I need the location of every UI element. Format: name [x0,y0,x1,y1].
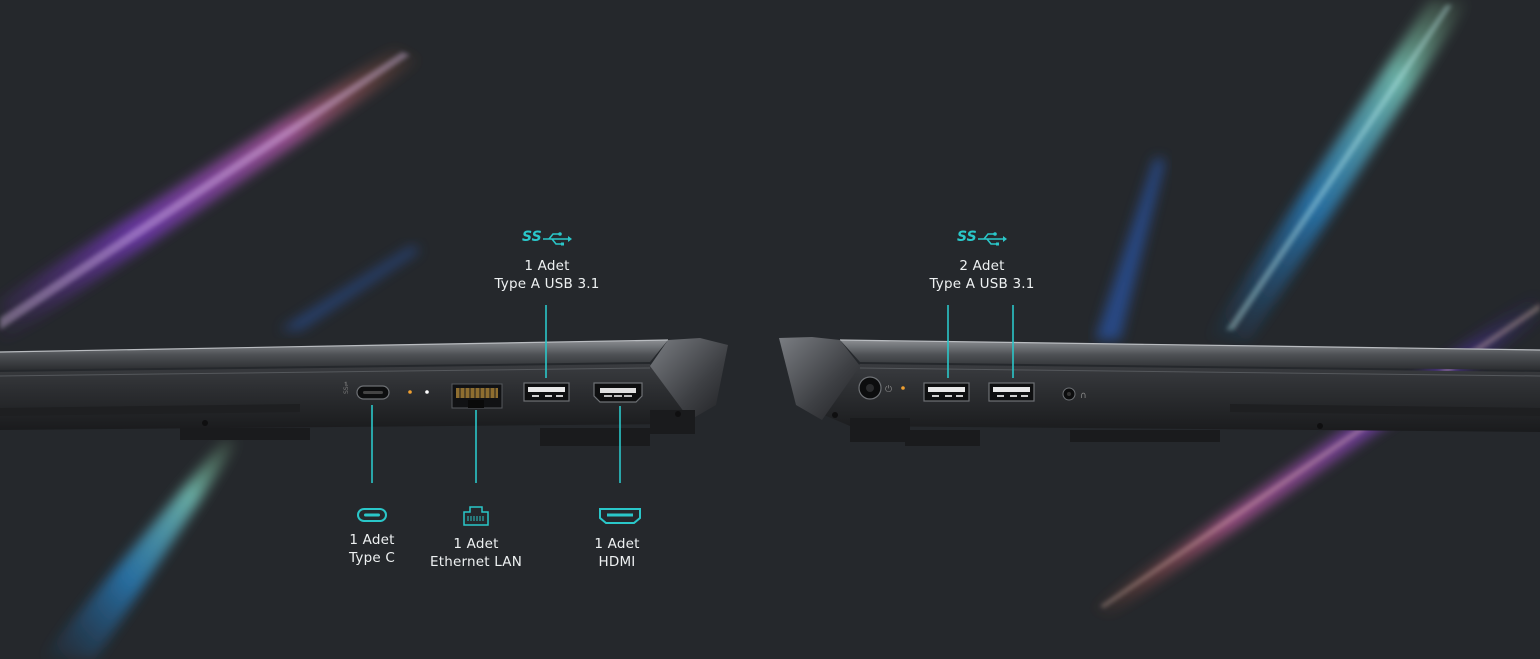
ethernet-label: 1 Adet Ethernet LAN [416,535,536,571]
hdmi-label: 1 Adet HDMI [567,535,667,571]
svg-text:∩: ∩ [1080,391,1087,401]
usb-left-count: 1 Adet [524,258,570,274]
usb-ss-logo-right: SS [957,229,977,245]
usb-right-name: Type A USB 3.1 [929,276,1035,292]
usb-right-label: 2 Adet Type A USB 3.1 [915,257,1049,293]
svg-text:⏻: ⏻ [885,384,892,395]
svg-text:SS⇌: SS⇌ [343,381,350,394]
ethernet-name: Ethernet LAN [429,554,522,570]
ethernet-count: 1 Adet [453,536,499,552]
usb-ss-logo-left: SS [522,229,542,245]
hdmi-name: HDMI [598,554,636,570]
type-c-name: Type C [349,550,395,566]
usb-left-label: 1 Adet Type A USB 3.1 [480,257,614,293]
type-c-count: 1 Adet [349,532,395,548]
hdmi-count: 1 Adet [594,536,640,552]
usb-left-name: Type A USB 3.1 [494,276,600,292]
usb-right-count: 2 Adet [959,258,1005,274]
type-c-label: 1 Adet Type C [322,531,422,567]
